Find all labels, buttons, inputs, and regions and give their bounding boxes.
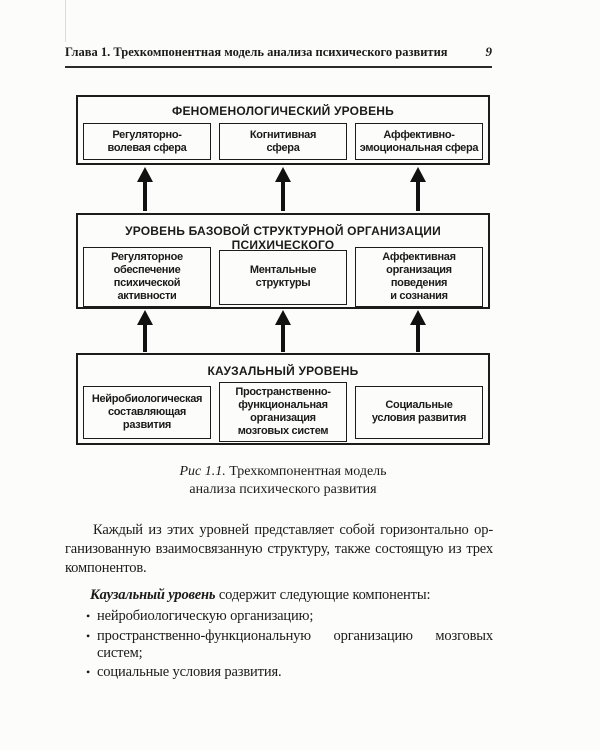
- diagram-level-phenomenological: ФЕНОМЕНОЛОГИЧЕСКИЙ УРОВЕНЬ Регуляторно- …: [76, 95, 490, 165]
- up-arrow-icon: [137, 310, 153, 352]
- diagram-box-affective-organization: Аффективная организация поведения и созн…: [355, 247, 483, 307]
- bullet-marker-icon: •: [86, 629, 91, 643]
- bullet-marker-icon: •: [86, 609, 91, 623]
- lead-sentence: Каузальный уровень содержит следующие ко…: [65, 586, 493, 605]
- diagram-box-mental-structures: Ментальные структуры: [219, 249, 347, 305]
- bullet-text: социальные условия развития.: [97, 664, 282, 680]
- page-number: 9: [485, 44, 493, 59]
- level-title: ФЕНОМЕНОЛОГИЧЕСКИЙ УРОВЕНЬ: [172, 104, 394, 118]
- diagram-box-regulatory-support: Регуляторное обеспечение психической акт…: [83, 247, 211, 307]
- level-boxes-row: Регуляторно- волевая сфера Когнитивная с…: [78, 123, 488, 160]
- bullet-text: нейробиологическую организацию;: [97, 608, 314, 624]
- paragraph-line: компонентов.: [65, 560, 147, 576]
- body-text: Каждый из этих уровней представляет собо…: [65, 521, 493, 681]
- level-title: УРОВЕНЬ БАЗОВОЙ СТРУКТУРНОЙ ОРГАНИЗАЦИИ …: [125, 224, 441, 252]
- diagram-level-causal: КАУЗАЛЬНЫЙ УРОВЕНЬ Нейробиологическая со…: [76, 353, 490, 445]
- diagram-box-affective-emotional: Аффективно- эмоциональная сфера: [355, 123, 483, 160]
- figure-caption: Рис 1.1. Трехкомпонентная модель анализа…: [76, 463, 490, 498]
- running-header: Глава 1. Трехкомпонентная модель анализа…: [65, 44, 492, 68]
- level-boxes-row: Регуляторное обеспечение психической акт…: [78, 247, 488, 307]
- up-arrow-icon: [410, 167, 426, 211]
- lead-rest: содержит следующие компоненты:: [218, 587, 431, 603]
- up-arrow-icon: [410, 310, 426, 352]
- caption-line1: Трехкомпонентная модель: [229, 464, 387, 479]
- lead-bold-term: Каузальный уровень: [90, 587, 216, 603]
- bullet-item: • нейробиологическую организацию;: [65, 608, 493, 625]
- bullet-text-line: пространственно-функциональную организац…: [97, 628, 493, 644]
- caption-line2: анализа психического развития: [189, 481, 377, 497]
- chapter-title: Глава 1. Трехкомпонентная модель анализа…: [65, 45, 448, 59]
- arrows-level3-to-level2: [76, 310, 490, 352]
- diagram-box-neurobiological: Нейробиологическая составляющая развития: [83, 385, 211, 439]
- diagram-box-cognitive: Когнитивная сфера: [219, 123, 347, 160]
- diagram-box-regulatory-volitional: Регуляторно- волевая сфера: [83, 123, 211, 160]
- level-title: КАУЗАЛЬНЫЙ УРОВЕНЬ: [207, 364, 359, 378]
- paragraph-line: Каждый из этих уровней представляет собо…: [93, 522, 493, 538]
- bullet-marker-icon: •: [86, 665, 91, 679]
- up-arrow-icon: [137, 167, 153, 211]
- arrows-level2-to-level1: [76, 167, 490, 211]
- bullet-list: • нейробиологическую организацию; • прос…: [65, 608, 493, 681]
- bullet-text-line: систем;: [97, 644, 143, 661]
- figure-label: Рис 1.1.: [179, 464, 226, 479]
- diagram-box-spatial-functional: Пространственно- функциональная организа…: [219, 382, 347, 442]
- bullet-item: • социальные условия развития.: [65, 664, 493, 681]
- up-arrow-icon: [275, 167, 291, 211]
- diagram-level-basic-structural: УРОВЕНЬ БАЗОВОЙ СТРУКТУРНОЙ ОРГАНИЗАЦИИ …: [76, 213, 490, 309]
- bullet-item: • пространственно-функциональную организ…: [65, 628, 493, 661]
- scan-artifact-line: [65, 0, 66, 42]
- diagram-box-social-conditions: Социальные условия развития: [355, 385, 483, 439]
- up-arrow-icon: [275, 310, 291, 352]
- paragraph-line: ганизованную взаимосвязанную структуру, …: [65, 541, 493, 557]
- level-boxes-row: Нейробиологическая составляющая развития…: [78, 382, 488, 442]
